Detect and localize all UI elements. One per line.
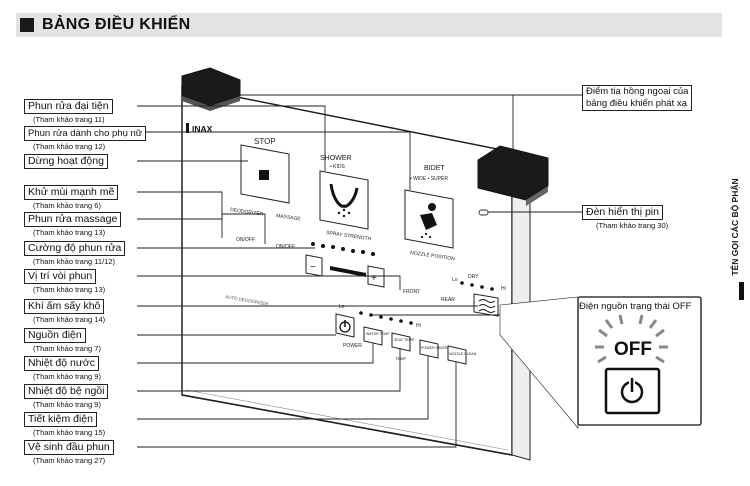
dry-level-dots: [460, 281, 494, 291]
label-vi-tri-voi-phun: Vị trí vòi phun: [24, 269, 97, 284]
label-ir-point-line2: bảng điều khiển phát xạ: [586, 98, 687, 109]
label-power-off: Điện nguồn trạng thái OFF: [579, 301, 692, 312]
ref-nguon-dien: (Tham khảo trang 7): [33, 344, 101, 353]
label-khi-am-say-kho: Khí ấm sấy khô: [24, 299, 105, 314]
dry-button[interactable]: [473, 293, 499, 317]
svg-text:SEAT TEMP: SEAT TEMP: [394, 338, 415, 342]
ref-phun-rua-phu-nu: (Tham khảo trang 12): [33, 142, 106, 151]
label-nhiet-do-nuoc: Nhiệt độ nước: [24, 356, 100, 371]
stop-button[interactable]: [240, 144, 290, 204]
svg-text:+: +: [371, 273, 377, 284]
section-header: BẢNG ĐIỀU KHIỂN: [16, 13, 722, 37]
strength-indicator-dots: [311, 242, 375, 256]
svg-text:−: −: [310, 262, 316, 273]
off-sparkle-icon: [595, 314, 668, 364]
leader-lines: [137, 94, 582, 448]
label-ve-sinh-dau-phun: Vệ sinh đầu phun: [24, 440, 114, 455]
svg-text:BIDET: BIDET: [424, 165, 445, 172]
ref-cuong-do-phun-rua: (Tham khảo trang 11/12): [33, 257, 115, 266]
battery-lamp: [478, 209, 489, 216]
bidet-button[interactable]: [404, 189, 454, 249]
page-title: BẢNG ĐIỀU KHIỂN: [42, 16, 191, 33]
svg-text:• WIDE • SUPER: • WIDE • SUPER: [410, 176, 448, 182]
svg-text:SHOWER: SHOWER: [320, 155, 352, 162]
ref-vi-tri-voi-phun: (Tham khảo trang 13): [33, 285, 106, 294]
ref-ve-sinh-dau-phun: (Tham khảo trang 27): [33, 456, 106, 465]
ref-battery-lamp: (Tham khảo trang 30): [596, 221, 669, 230]
label-battery-lamp: Đèn hiển thị pin: [582, 205, 663, 220]
svg-text:DEODORIZER: DEODORIZER: [230, 207, 264, 218]
svg-text:ON/OFF: ON/OFF: [276, 244, 295, 250]
svg-text:TEMP: TEMP: [395, 356, 406, 361]
label-ir-point-line1: Điểm tia hồng ngoại của: [586, 86, 689, 97]
ref-tiet-kiem-dien: (Tham khảo trang 15): [33, 428, 106, 437]
ref-nhiet-do-nuoc: (Tham khảo trang 9): [33, 372, 101, 381]
svg-text:POWER: POWER: [343, 343, 362, 349]
svg-text:Hi: Hi: [416, 323, 421, 329]
label-phun-rua-dai-tien: Phun rửa đại tiện: [24, 99, 113, 114]
label-dung-hoat-dong: Dừng hoạt động: [24, 154, 108, 169]
ref-khi-am-say-kho: (Tham khảo trang 14): [33, 315, 106, 324]
label-tiet-kiem-dien: Tiết kiệm điện: [24, 412, 97, 427]
ir-emitter-left: [181, 67, 241, 111]
side-tab: TÊN GỌI CÁC BỘ PHẬN: [727, 160, 744, 300]
label-nguon-dien: Nguồn điện: [24, 328, 86, 343]
seat-temp-button[interactable]: [391, 332, 411, 352]
label-cuong-do-phun-rua: Cường độ phun rửa: [24, 241, 126, 256]
label-phun-rua-massage: Phun rửa massage: [24, 212, 122, 227]
nozzle-clean-button[interactable]: [447, 345, 467, 365]
power-saver-button[interactable]: [419, 339, 439, 359]
svg-text:Lo: Lo: [452, 277, 458, 283]
ref-nhiet-do-be-ngoi: (Tham khảo trang 9): [33, 400, 101, 409]
power-button[interactable]: [335, 313, 355, 338]
water-temp-button[interactable]: [363, 326, 383, 346]
label-phun-rua-phu-nu: Phun rửa dành cho phụ nữ: [24, 126, 147, 141]
shower-button[interactable]: [319, 170, 369, 230]
brand-logo: INAX: [192, 124, 213, 134]
off-text: OFF: [614, 339, 652, 360]
ref-phun-rua-massage: (Tham khảo trang 13): [33, 228, 106, 237]
label-khu-mui: Khử mùi mạnh mẽ: [24, 185, 119, 200]
ref-phun-rua-dai-tien: (Tham khảo trang 11): [33, 115, 105, 124]
temp-level-dots: [359, 311, 413, 325]
svg-text:DRY: DRY: [468, 274, 479, 280]
power-off-button-icon: [604, 367, 661, 415]
label-ir-point: Điểm tia hồng ngoại của bảng điều khiển …: [582, 85, 693, 111]
ir-emitter-right: [477, 145, 549, 206]
svg-text:NOZZLE CLEAN: NOZZLE CLEAN: [449, 352, 477, 356]
svg-text:• KIDS: • KIDS: [330, 164, 345, 170]
stop-label: STOP: [254, 137, 276, 146]
side-tab-marker: [739, 282, 744, 300]
label-nhiet-do-be-ngoi: Nhiệt độ bệ ngồi: [24, 384, 109, 399]
strength-plus-button[interactable]: [367, 265, 385, 288]
svg-text:WATER TEMP: WATER TEMP: [366, 332, 390, 336]
svg-text:MASSAGE: MASSAGE: [276, 213, 302, 222]
svg-text:Hi: Hi: [501, 286, 506, 292]
svg-text:ON/OFF: ON/OFF: [236, 237, 255, 243]
svg-text:POWER SAVER: POWER SAVER: [421, 346, 448, 350]
svg-text:FRONT: FRONT: [403, 289, 420, 295]
ref-khu-mui: (Tham khảo trang 6): [33, 201, 101, 210]
svg-text:REAR: REAR: [441, 297, 455, 303]
header-square-icon: [20, 18, 34, 32]
svg-text:Lo: Lo: [339, 304, 345, 310]
